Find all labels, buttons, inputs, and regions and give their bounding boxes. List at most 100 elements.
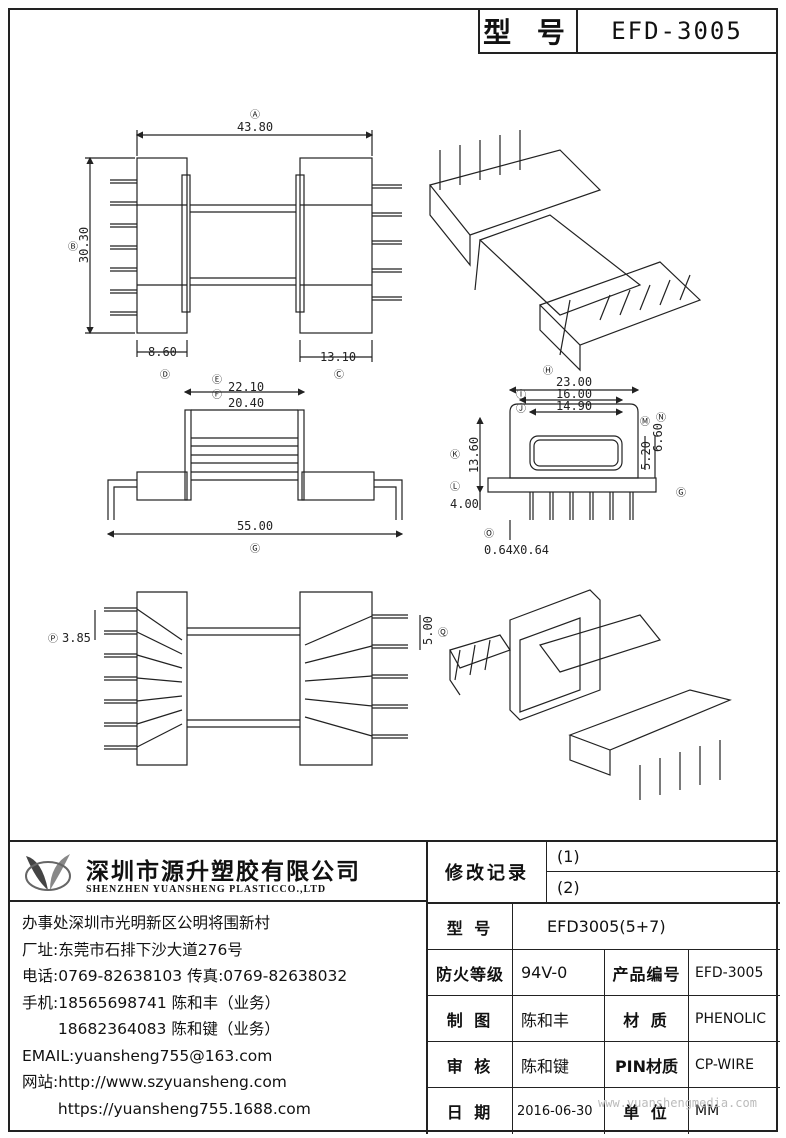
dim-label-h: Ⓗ bbox=[543, 365, 553, 377]
pin-trace bbox=[304, 716, 373, 737]
dim-label-p: Ⓟ bbox=[48, 633, 58, 645]
contact-line: 厂址:东莞市石排下沙大道276号 bbox=[22, 940, 243, 959]
dim-j-value: 14.90 bbox=[556, 399, 592, 413]
dim-n-value: 6.60 bbox=[651, 423, 665, 452]
title-block-table: 深圳市源升塑胶有限公司 SHENZHEN YUANSHENG PLASTICCO… bbox=[8, 840, 780, 1134]
check-row: 审 核 陈和键 PIN材质 CP-WIRE bbox=[428, 1042, 780, 1088]
unit-value: MM bbox=[688, 1088, 780, 1134]
dim-label-k: Ⓚ bbox=[450, 449, 460, 461]
contact-line: 网站:http://www.szyuansheng.com bbox=[22, 1073, 287, 1091]
dim-label-i: Ⓘ bbox=[516, 389, 526, 401]
pin-trace bbox=[136, 654, 183, 669]
watermark-text: www.yuanshengmedia.com bbox=[598, 1096, 757, 1110]
technical-drawing: Ⓐ 43.80 Ⓑ 30.30 8.60 Ⓓ 13.10 Ⓒ Ⓔ 22.10 Ⓕ… bbox=[48, 109, 732, 800]
revision-label: 修改记录 bbox=[445, 863, 529, 884]
pin-trace bbox=[136, 677, 183, 683]
pin-value: CP-WIRE bbox=[688, 1042, 780, 1087]
end-view bbox=[476, 386, 657, 540]
material-value: PHENOLIC bbox=[688, 996, 780, 1041]
dim-label-f: Ⓕ bbox=[212, 389, 222, 401]
contact-line: EMAIL:yuansheng755@163.com bbox=[22, 1046, 273, 1065]
dim-p-value: 3.85 bbox=[62, 631, 91, 645]
bottom-view bbox=[94, 591, 421, 766]
contact-line: 18682364083 陈和键（业务） bbox=[22, 1020, 280, 1038]
dim-label-a: Ⓐ bbox=[250, 109, 260, 121]
dim-m-value: 5.20 bbox=[639, 441, 653, 470]
dim-q-value: 5.00 bbox=[421, 616, 435, 645]
drawn-label: 制 图 bbox=[446, 1010, 494, 1030]
pin-trace bbox=[304, 675, 373, 682]
model-label: 型 号 bbox=[480, 10, 578, 52]
model-row-value: EFD3005(5+7) bbox=[512, 904, 780, 949]
dim-label-q: Ⓠ bbox=[438, 627, 448, 639]
pin-trace bbox=[304, 698, 373, 707]
dim-label-m: Ⓜ bbox=[640, 416, 650, 428]
dim-e-value: 22.10 bbox=[228, 380, 264, 394]
dim-a-value: 43.80 bbox=[237, 120, 273, 134]
drawing-frame bbox=[8, 8, 778, 1132]
check-label: 审 核 bbox=[446, 1056, 494, 1076]
model-row: 型 号 EFD3005(5+7) bbox=[428, 904, 780, 950]
isometric-view-bottom bbox=[449, 589, 732, 800]
dim-label-d: Ⓓ bbox=[160, 369, 170, 381]
dim-h-value: 23.00 bbox=[556, 375, 592, 389]
fire-value: 94V-0 bbox=[512, 950, 604, 995]
contact-line: https://yuansheng755.1688.com bbox=[22, 1099, 311, 1118]
fire-label: 防火等级 bbox=[435, 964, 504, 984]
contact-line: 电话:0769-82638103 传真:0769-82638032 bbox=[22, 967, 348, 985]
pin-trace bbox=[136, 709, 183, 725]
fire-row: 防火等级 94V-0 产品编号 EFD-3005 bbox=[428, 950, 780, 996]
dim-label-b: Ⓑ bbox=[68, 241, 78, 253]
top-view bbox=[85, 130, 402, 362]
dim-label-c: Ⓒ bbox=[334, 369, 344, 381]
dim-label-j: Ⓙ bbox=[516, 403, 526, 415]
revision-entries: (1) (2) bbox=[546, 842, 780, 902]
dim-g-value: 55.00 bbox=[237, 519, 273, 533]
dim-label-e: Ⓔ bbox=[212, 374, 222, 386]
material-label: 材 质 bbox=[604, 996, 688, 1041]
pin-label: PIN材质 bbox=[604, 1042, 688, 1087]
model-value: EFD-3005 bbox=[611, 17, 743, 45]
revision-row: 修改记录 (1) (2) bbox=[428, 842, 780, 904]
date-row: 日 期 2016-06-30 单 位 MM bbox=[428, 1088, 780, 1134]
pin-trace bbox=[304, 615, 373, 646]
company-name-en: SHENZHEN YUANSHENG PLASTICCO.,LTD bbox=[86, 884, 327, 895]
drawn-value: 陈和丰 bbox=[512, 996, 604, 1041]
pin-trace bbox=[136, 723, 183, 748]
dim-i-value: 16.00 bbox=[556, 387, 592, 401]
title-block: 型 号 EFD-3005 bbox=[478, 10, 776, 54]
pin-trace bbox=[304, 645, 373, 664]
product-no-label: 产品编号 bbox=[604, 950, 688, 995]
dim-label-g-end: Ⓖ bbox=[676, 487, 686, 499]
dim-k-value: 13.60 bbox=[467, 437, 481, 473]
dim-f-value: 20.40 bbox=[228, 396, 264, 410]
spec-grid: 修改记录 (1) (2) 型 号 EFD3005(5+7) 防火等级 94V-0… bbox=[426, 842, 780, 1134]
dim-label-n: Ⓝ bbox=[656, 412, 666, 424]
pin-trace bbox=[136, 631, 183, 655]
dim-b-value: 30.30 bbox=[77, 227, 91, 263]
product-no-value: EFD-3005 bbox=[688, 950, 780, 995]
company-block: 深圳市源升塑胶有限公司 SHENZHEN YUANSHENG PLASTICCO… bbox=[8, 842, 428, 902]
date-value: 2016-06-30 bbox=[512, 1088, 604, 1134]
dim-c-value: 13.10 bbox=[320, 350, 356, 364]
dim-label-g: Ⓖ bbox=[250, 543, 260, 555]
side-view bbox=[106, 388, 404, 538]
revision-2: (2) bbox=[557, 877, 580, 897]
drawn-row: 制 图 陈和丰 材 质 PHENOLIC bbox=[428, 996, 780, 1042]
isometric-view-top bbox=[428, 130, 702, 372]
dim-d-value: 8.60 bbox=[148, 345, 177, 359]
dim-o-value: 0.64X0.64 bbox=[484, 543, 549, 557]
dim-l-value: 4.00 bbox=[450, 497, 479, 511]
date-label: 日 期 bbox=[446, 1103, 494, 1122]
dim-label-o: Ⓞ bbox=[484, 528, 494, 540]
contact-info: 办事处深圳市光明新区公明将围新村 厂址:东莞市石排下沙大道276号 电话:076… bbox=[22, 910, 426, 1122]
pin-trace bbox=[136, 608, 183, 641]
check-value: 陈和键 bbox=[512, 1042, 604, 1087]
pin-trace bbox=[136, 695, 183, 702]
unit-label: 单 位 bbox=[604, 1088, 688, 1134]
company-name-cn: 深圳市源升塑胶有限公司 bbox=[86, 859, 361, 885]
company-logo-icon bbox=[25, 854, 71, 891]
contact-line: 手机:18565698741 陈和丰（业务） bbox=[22, 993, 281, 1012]
dim-label-l: Ⓛ bbox=[450, 481, 460, 493]
revision-1: (1) bbox=[547, 842, 780, 873]
